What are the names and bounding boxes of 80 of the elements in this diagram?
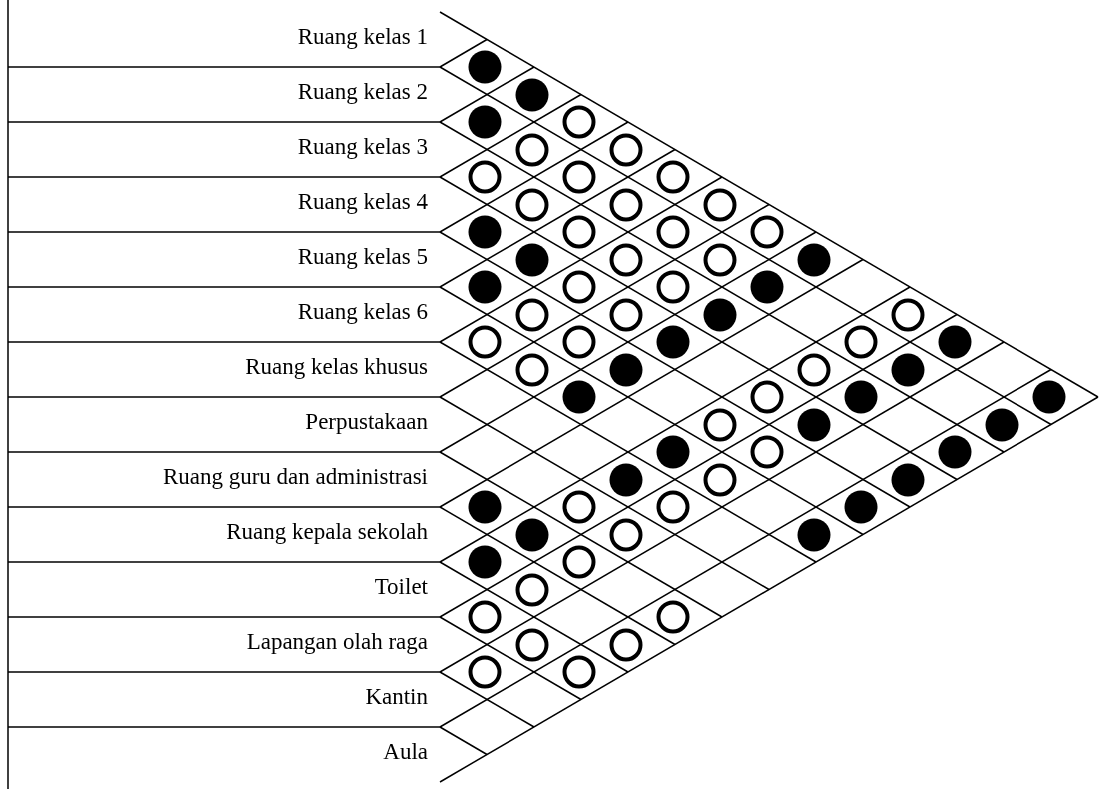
open-circle [656,490,690,524]
open-circle [515,627,549,662]
filled-dot [797,517,831,552]
filled-dot [938,435,972,469]
filled-dot [797,242,831,277]
open-circle [515,352,549,387]
open-circle [562,215,596,249]
filled-dot [1032,380,1066,414]
open-circle [562,105,596,139]
room-label: Ruang guru dan administrasi [162,462,428,491]
filled-dot [468,105,502,139]
open-circle [515,572,549,607]
filled-dot [468,50,502,84]
open-circle [891,297,925,332]
filled-dot [891,352,925,387]
open-circle [468,325,502,359]
open-circle [797,352,831,387]
open-circle [656,600,690,634]
open-circle [562,655,596,689]
open-circle [656,160,690,194]
room-label: Ruang kelas 4 [297,187,428,216]
filled-dot [844,490,878,524]
filled-dot [609,462,643,497]
filled-dot [797,407,831,442]
open-circle [703,187,737,222]
filled-dot [750,270,784,304]
open-circle [562,160,596,194]
open-circle [703,407,737,442]
open-circle [468,600,502,634]
open-circle [562,325,596,359]
room-label: Lapangan olah raga [246,627,428,656]
room-label: Ruang kelas 2 [297,77,428,106]
filled-dot [468,490,502,524]
filled-dot [468,270,502,304]
filled-dot [844,380,878,414]
filled-dot [515,77,549,112]
open-circle [562,270,596,304]
room-label: Kantin [365,682,428,711]
filled-dot [985,407,1019,442]
room-label: Aula [383,737,428,766]
room-label: Ruang kelas 1 [297,22,428,51]
filled-dot [515,242,549,277]
filled-dot [891,462,925,497]
room-label: Ruang kelas 5 [297,242,428,271]
open-circle [609,242,643,277]
open-circle [609,517,643,552]
open-circle [515,132,549,167]
open-circle [468,655,502,689]
open-circle [844,325,878,359]
room-label: Toilet [374,572,428,601]
open-circle [562,545,596,579]
open-circle [750,435,784,469]
filled-dot [656,325,690,359]
open-circle [703,462,737,497]
open-circle [750,380,784,414]
open-circle [750,215,784,249]
open-circle [609,132,643,167]
open-circle [609,187,643,222]
open-circle [609,627,643,662]
open-circle [656,215,690,249]
room-label: Ruang kelas 3 [297,132,428,161]
open-circle [703,242,737,277]
filled-dot [468,545,502,579]
filled-dot [703,297,737,332]
open-circle [515,297,549,332]
open-circle [656,270,690,304]
filled-dot [609,352,643,387]
filled-dot [656,435,690,469]
room-label: Perpustakaan [305,407,428,436]
room-label: Ruang kelas 6 [297,297,428,326]
filled-dot [562,380,596,414]
filled-dot [938,325,972,359]
room-label: Ruang kepala sekolah [226,517,428,546]
filled-dot [515,517,549,552]
open-circle [562,490,596,524]
filled-dot [468,215,502,249]
open-circle [468,160,502,194]
room-label: Ruang kelas khusus [245,352,428,381]
open-circle [609,297,643,332]
open-circle [515,187,549,222]
